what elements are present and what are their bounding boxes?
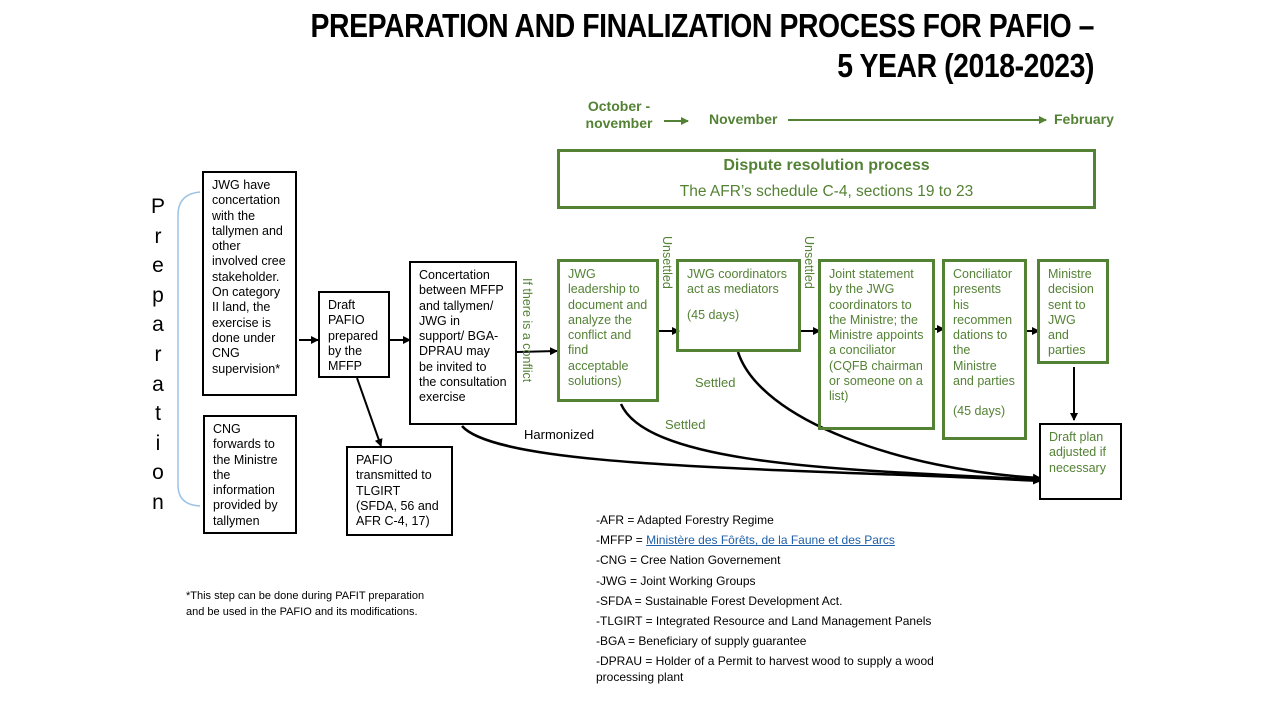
legend-jwg: -JWG = Joint Working Groups [596,573,756,588]
box-joint-statement: Joint statement by the JWG coordinators … [818,259,935,430]
box-conciliator: Conciliator presents his recommen dation… [942,259,1027,440]
legend-afr: -AFR = Adapted Forestry Regime [596,513,774,527]
curve-settled-1 [619,403,1041,484]
label-if-conflict: If there is a conflict [520,278,534,383]
preparation-letter: P [150,195,165,218]
label-settled-1: Settled [695,375,736,390]
timeline-oct-nov: October - november [580,98,658,132]
preparation-letter: t [155,402,161,426]
label-unsettled-2: Unsettled [802,236,816,289]
legend-mffp-link[interactable]: Ministère des Fôrêts, de la Faune et des… [646,533,895,548]
conciliator-text: Conciliator presents his recommen dation… [953,267,1015,389]
jwg-coordinators-text: JWG coordinators act as mediators [687,267,788,297]
legend: -AFR = Adapted Forestry Regime -MFFP = M… [596,510,956,685]
preparation-letter: e [152,254,164,278]
preparation-letter: a [152,372,164,396]
legend-tlgirt: -TLGIRT = Integrated Resource and Land M… [596,614,932,629]
arrow-draft-to-transmitted [356,377,383,447]
box-draft-adjusted: Draft plan adjusted if necessary [1039,423,1122,500]
preparation-label: P r e p a r a t i o n [146,192,170,518]
preparation-letter: a [152,313,164,337]
preparation-letter: i [155,431,161,455]
legend-sfda: -SFDA = Sustainable Forest Development A… [596,593,843,608]
page-title-line-1: PREPARATION AND FINALIZATION PROCESS FOR… [310,7,1095,44]
jwg-coordinators-days: (45 days) [687,307,740,322]
dispute-resolution-subtitle: The AFR’s schedule C-4, sections 19 to 2… [679,183,974,200]
box-draft-pafio: Draft PAFIO prepared by the MFFP [318,291,390,378]
timeline-oct-nov-line-2: november [585,115,653,131]
label-unsettled-1: Unsettled [660,236,674,289]
legend-bga: -BGA = Beneficiary of supply guarantee [596,634,807,649]
preparation-letter: o [152,461,164,485]
dispute-resolution-box: Dispute resolution process The AFR’s sch… [557,149,1096,209]
preparation-letter: p [152,283,164,307]
preparation-letter: r [154,342,162,366]
curve-harmonized [461,425,1041,485]
timeline-february: February [1054,111,1114,127]
footnote: *This step can be done during PAFIT prep… [186,590,425,618]
preparation-letter: n [152,490,164,514]
box-ministre-decision: Ministre decision sent to JWG and partie… [1037,259,1109,364]
box-jwg-coordinators: JWG coordinators act as mediators (45 da… [676,259,801,352]
box-pafio-transmitted: PAFIO transmitted to TLGIRT (SFDA, 56 an… [346,446,453,536]
dispute-resolution-title: Dispute resolution process [723,157,930,174]
box-cng-forwards: CNG forwards to the Ministre the informa… [203,415,297,534]
conciliator-days: (45 days) [953,404,1006,419]
page-title: PREPARATION AND FINALIZATION PROCESS FOR… [310,6,1095,85]
timeline-november: November [709,111,778,127]
label-harmonized: Harmonized [524,427,595,442]
preparation-letter: r [154,224,162,248]
legend-mffp: -MFFP = Ministère des Fôrêts, de la Faun… [596,530,956,550]
box-concertation: Concertation between MFFP and tallymen/ … [409,261,517,425]
timeline-oct-nov-line-1: October - [587,98,651,114]
curve-settled-2 [736,351,1041,482]
arrow-concertation-to-leadership [516,347,558,356]
box-jwg-leadership: JWG leadership to document and analyze t… [557,259,659,402]
label-settled-2: Settled [665,417,706,432]
legend-dprau: -DPRAU = Holder of a Permit to harvest w… [596,654,934,685]
legend-cng: -CNG = Cree Nation Governement [596,553,781,568]
preparation-bracket [177,191,201,507]
legend-mffp-prefix: -MFFP = [596,533,647,548]
box-jwg-concertation: JWG have concertation with the tallymen … [202,171,297,396]
page-title-line-2: 5 YEAR (2018-2023) [837,46,1094,84]
